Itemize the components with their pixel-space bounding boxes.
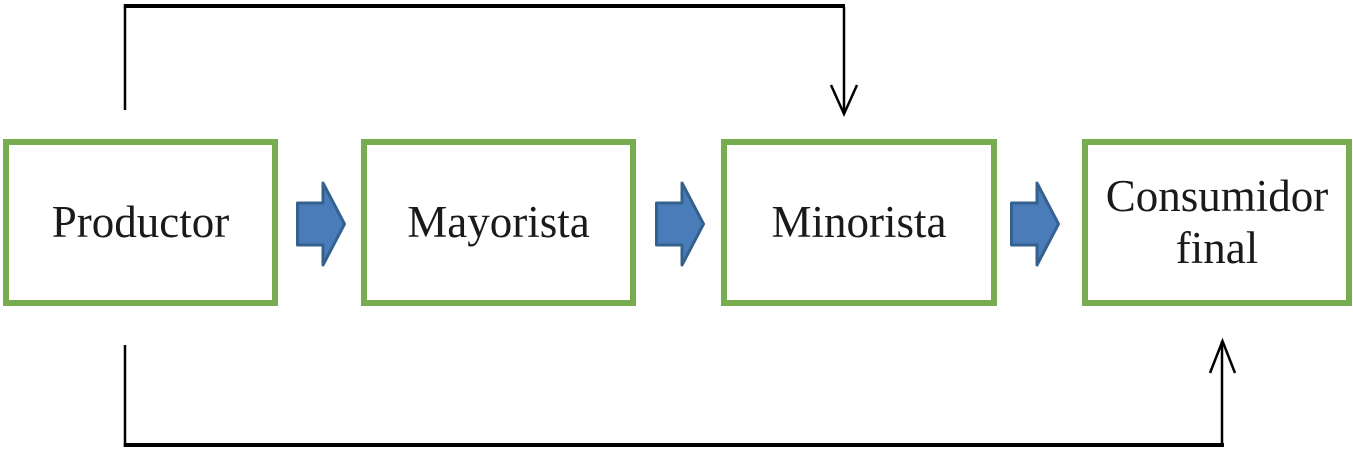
- node-minorista-label: Minorista: [771, 196, 947, 247]
- flow-arrow-1-icon: [296, 181, 346, 267]
- node-productor-label: Productor: [51, 196, 230, 247]
- bypass-arrow-bottom: [123, 337, 1237, 447]
- node-mayorista: Mayorista: [361, 139, 636, 306]
- node-consumidor-final: Consumidor final: [1082, 139, 1352, 306]
- node-productor: Productor: [3, 139, 278, 306]
- node-mayorista-label: Mayorista: [407, 196, 590, 247]
- arrowhead-up-icon: [1208, 337, 1237, 374]
- arrowhead-down-icon: [829, 84, 859, 118]
- bypass-arrow-top: [123, 4, 859, 118]
- flow-arrow-2-icon: [655, 181, 705, 267]
- node-consumidor-final-label: Consumidor final: [1105, 170, 1329, 273]
- flow-arrow-3-icon: [1010, 181, 1060, 267]
- node-minorista: Minorista: [721, 139, 997, 306]
